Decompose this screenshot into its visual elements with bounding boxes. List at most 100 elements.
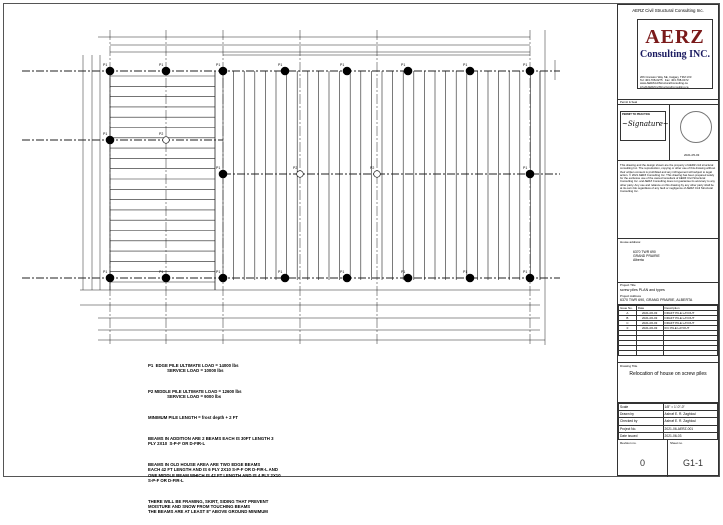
house-address: 6370 TWR 690 GRAND PRAIRIE Alberta [633,249,660,262]
pile-label: P1 [216,63,220,67]
pile-label: P1 [523,166,527,170]
edge-pile [218,66,228,76]
info-value: Ashraf E. R. Zaghloul [662,417,719,426]
revision-sheet-section: Revision no. 0 Sheet no. G1-1 [618,440,718,477]
pile-label: P1 [103,270,107,274]
pile-label: P1 [103,132,107,136]
edge-pile [280,273,290,283]
edge-pile [105,273,115,283]
note-framing: THERE WILL BE FRAMING, SKIRT, SIDING THA… [148,498,269,515]
pile-label: P1 [278,270,282,274]
revision-no-label: Revision no. [620,441,637,445]
house-address-label: House address: [620,240,642,244]
permit-stamp-title: PERMIT TO PRACTICE [622,113,651,116]
edge-pile [218,273,228,283]
pile-label: P1 [401,63,405,67]
note-p1-load: P1 EDGE PILE ULTIMATE LOAD = 14000 lbs S… [148,362,239,373]
edge-pile [465,273,475,283]
edge-pile [161,66,171,76]
pile-label: P1 [340,63,344,67]
revision-no: 0 [639,457,645,468]
title-block: AERZ Civil Structural Consulting Inc. AE… [617,4,719,477]
info-value: 2021-06-AERZ-001 [662,424,719,433]
info-label: Scale [618,402,664,412]
pile-label: P1 [159,270,163,274]
logo-subtext: Consulting INC. [639,49,711,60]
engineer-seal [680,111,712,143]
project-section: Project Title screw piles PLAN and types… [618,283,718,305]
pile-label: P1 [340,270,344,274]
pile-label: P1 [103,63,107,67]
edge-pile [465,66,475,76]
middle-pile [373,170,381,178]
project-address-label: Project Address [620,293,642,298]
info-value: 2021-06-03 [662,431,719,440]
revision-row [618,350,719,356]
pile-label: P1 [216,270,220,274]
pile-label: P1 [523,270,527,274]
seal-date: 2021-05-03 [684,153,700,157]
pile-label: P1 [159,63,163,67]
middle-pile [162,136,170,144]
edge-pile [403,273,413,283]
note-p2-load: P2 MIDDLE PILE ULTIMATE LOAD = 12600 lbs… [148,388,242,400]
info-label: Checked by [618,417,664,426]
sheet-no: G1-1 [682,457,703,468]
note-min-pile-length: MINIMUM PILE LENGTH = frost depth + 2 FT [148,414,238,420]
info-label: Project No. [618,424,664,433]
info-row: Project No.2021-06-AERZ-001 [618,424,719,433]
sheet-no-label: Sheet no. [670,441,683,445]
pile-label: P1 [216,166,220,170]
edge-pile [342,273,352,283]
project-title-label: Project Title [620,283,636,287]
edge-pile [525,66,535,76]
project-address: 6370 TWR 690, GRAND PRAIRIE, ALBERTA [620,298,693,303]
company-logo: AERZ Consulting INC. [637,19,713,89]
disclaimer: This drawing and the design shown are th… [618,161,718,239]
logo-text: AERZ [645,26,705,48]
drawing-sheet [3,3,720,477]
edge-pile [161,273,171,283]
company-address: 206 Cranston Way SE, Calgary, T3M 1X3 Te… [640,75,692,89]
pile-label: P1 [523,63,527,67]
info-value: 1/8" = 1'-0"-0" [662,402,719,412]
seal-section: PERMIT TO PRACTICE~Signature~ 2021-05-03 [618,105,718,161]
company-name: AERZ Civil Structural Consulting Inc. [632,8,704,13]
edge-pile [403,66,413,76]
edge-pile [525,273,535,283]
edge-pile [105,135,115,145]
house-address-section: House address: 6370 TWR 690 GRAND PRAIRI… [618,239,718,283]
info-label: Date issued [618,431,664,440]
pile-label: P2 [370,166,374,170]
info-label: Drawn by [618,410,664,419]
note-old-house-beams: BEAMS IN OLD HOUSE AREA ARE TWO EDGE BEA… [148,462,281,483]
edge-pile [105,66,115,76]
drawing-title-section: Drawing Title Relocation of house on scr… [618,363,718,403]
middle-pile [296,170,304,178]
pile-label: P2 [293,166,297,170]
info-value: Ashraf E. R. Zaghloul [662,410,719,419]
drawing-title-label: Drawing Title [620,364,638,368]
permit-label: Permit & Seal [618,100,718,105]
pile-label: P1 [278,63,282,67]
project-title: screw piles PLAN and types [620,287,665,292]
note-addition-beams: BEAMS IN ADDITION ARE 2 BEAMS EACH IS 30… [148,435,274,447]
pile-label: P1 [463,63,467,67]
edge-pile [342,66,352,76]
company-section: AERZ Civil Structural Consulting Inc. AE… [618,5,718,100]
pile-label: P1 [401,270,405,274]
edge-pile [218,169,228,179]
pile-label: P2 [159,132,163,136]
edge-pile [280,66,290,76]
edge-pile [525,169,535,179]
structural-notes: P1 EDGE PILE ULTIMATE LOAD = 14000 lbs S… [148,352,281,525]
